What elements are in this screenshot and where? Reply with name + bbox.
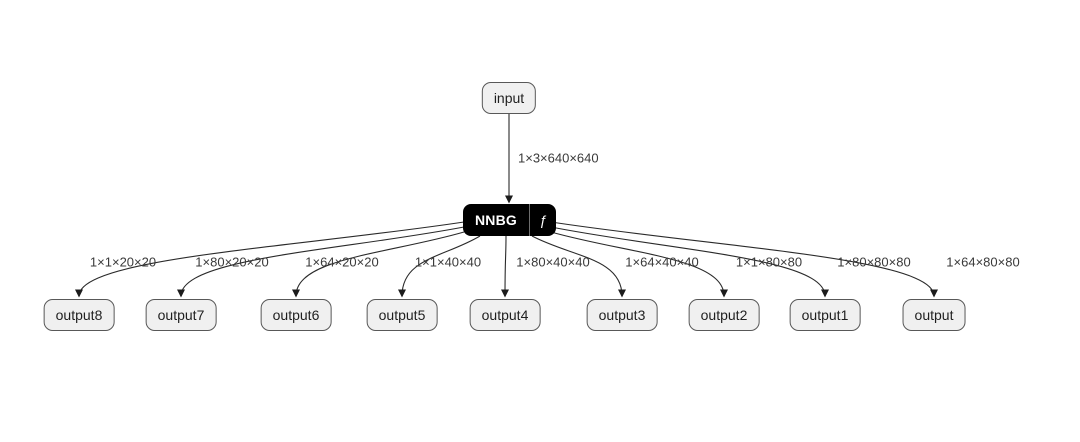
op-node-name: NNBG <box>475 212 518 228</box>
output-node-output6[interactable]: output6 <box>260 299 332 331</box>
edge-shape-label-output: 1×64×80×80 <box>946 254 1020 270</box>
edge-op-to-output5 <box>398 235 481 298</box>
input-edge-shape-label: 1×3×640×640 <box>518 150 599 166</box>
output-node-output3[interactable]: output3 <box>586 299 658 331</box>
edge-shape-label-output5: 1×1×40×40 <box>414 254 482 270</box>
edge-shape-label-output4: 1×80×40×40 <box>516 254 590 270</box>
output-node-output7[interactable]: output7 <box>145 299 217 331</box>
edge-op-to-output6 <box>292 231 465 298</box>
output-node-output4[interactable]: output4 <box>469 299 541 331</box>
output-node-output[interactable]: output <box>902 299 966 331</box>
edge-shape-label-output6: 1×64×20×20 <box>305 254 379 270</box>
edge-op-to-output4 <box>501 235 510 298</box>
output-node-output8[interactable]: output8 <box>43 299 115 331</box>
output-node-output1[interactable]: output1 <box>789 299 861 331</box>
edge-shape-label-output1: 1×80×80×80 <box>837 254 911 270</box>
edge-op-to-output2 <box>550 231 728 298</box>
op-node-nnbg[interactable]: NNBG ƒ <box>463 204 556 236</box>
edge-op-to-output1 <box>550 226 829 298</box>
edge-op-to-output7 <box>177 226 465 298</box>
function-icon[interactable]: ƒ <box>539 212 547 228</box>
edge-op-to-output <box>550 221 938 298</box>
edge-shape-label-output3: 1×64×40×40 <box>625 254 699 270</box>
output-node-output2[interactable]: output2 <box>688 299 760 331</box>
edge-shape-label-output2: 1×1×80×80 <box>735 254 803 270</box>
edge-shape-label-output8: 1×1×20×20 <box>89 254 157 270</box>
output-node-output5[interactable]: output5 <box>366 299 438 331</box>
input-node[interactable]: input <box>481 82 537 114</box>
op-node-divider <box>529 204 531 236</box>
edge-shape-label-output7: 1×80×20×20 <box>195 254 269 270</box>
edge-op-to-output8 <box>75 221 465 298</box>
edge-op-to-output3 <box>531 235 626 298</box>
